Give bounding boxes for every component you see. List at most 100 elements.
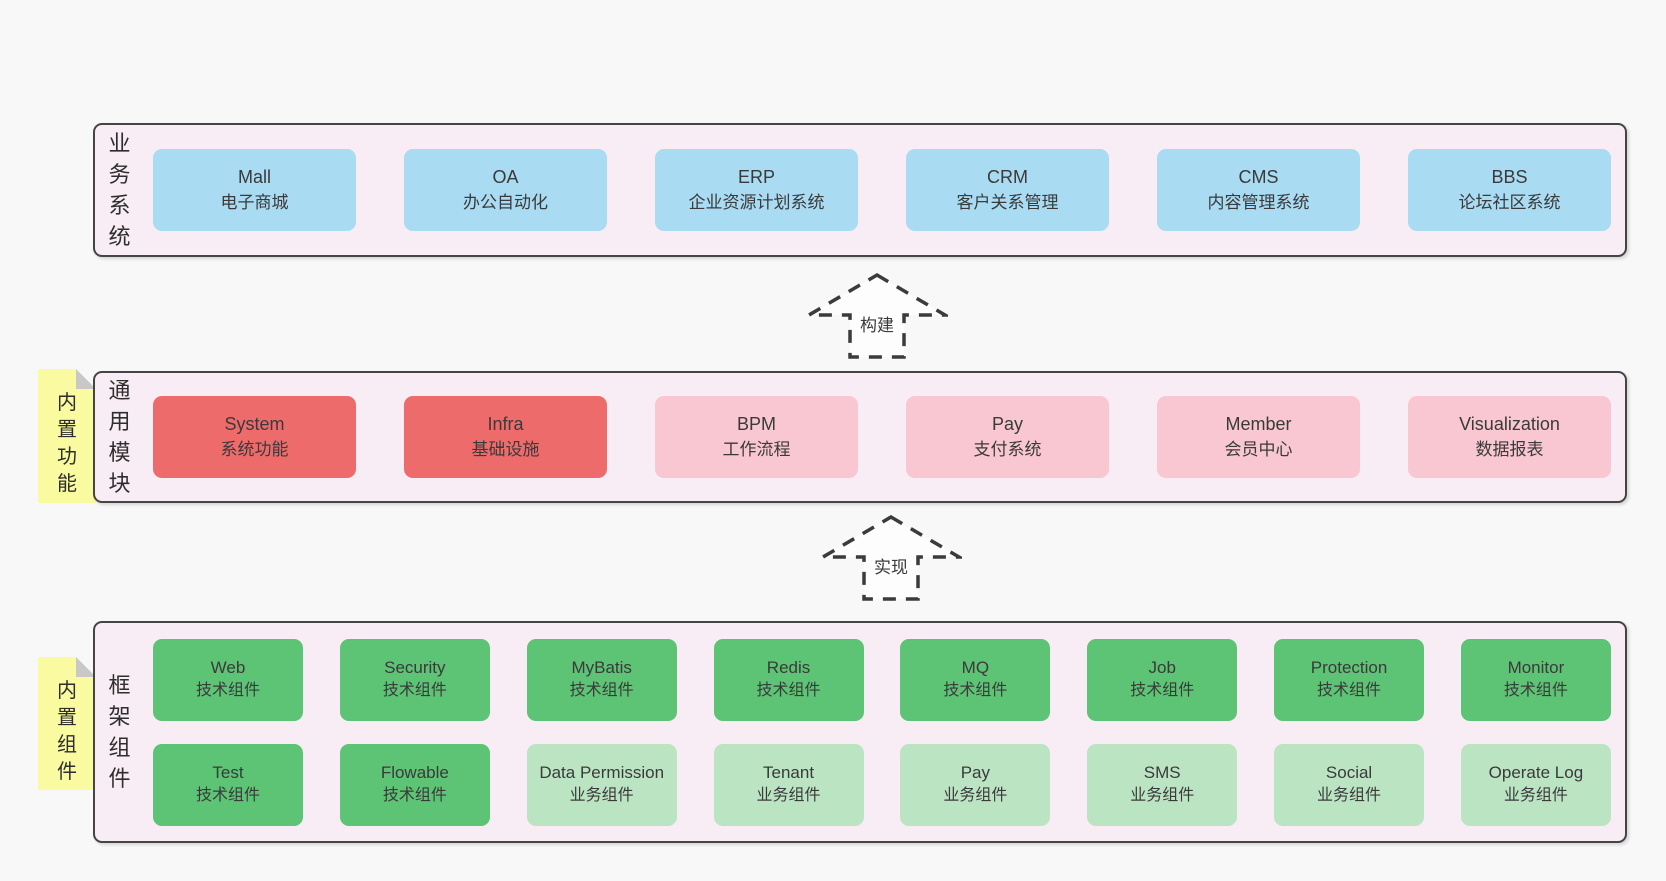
sticky-note-built-in-components: 内置组件 xyxy=(38,657,96,790)
module-name: CMS xyxy=(1238,167,1279,188)
component-desc: 技术组件 xyxy=(1130,682,1195,700)
module-desc: 支付系统 xyxy=(973,439,1042,459)
component-name: Web xyxy=(210,658,246,678)
framework-row-2: Test 技术组件 Flowable 技术组件 Data Permission … xyxy=(153,743,1611,826)
sticky-paper xyxy=(38,657,96,790)
module-desc: 电子商城 xyxy=(220,192,289,212)
component-desc: 技术组件 xyxy=(382,682,447,700)
module-desc: 数据报表 xyxy=(1475,439,1544,459)
sticky-note-text: 内置组件 xyxy=(57,680,77,783)
module-name: ERP xyxy=(737,167,775,188)
band-label-business-systems: 业务系统 xyxy=(108,131,131,249)
module-desc: 内容管理系统 xyxy=(1207,192,1310,212)
module-name: OA xyxy=(492,167,519,188)
build-arrow: 构建 xyxy=(806,272,948,360)
component-desc: 技术组件 xyxy=(382,787,447,805)
component-desc: 业务组件 xyxy=(569,787,634,805)
module-name: Infra xyxy=(487,414,524,435)
component-name: Test xyxy=(212,763,244,783)
component-box-sms: SMS 业务组件 xyxy=(1087,743,1238,826)
component-name: Social xyxy=(1325,763,1373,783)
band-common-modules: 通用模块 System 系统功能 Infra 基础设施 BPM 工作流程 Pay… xyxy=(93,371,1627,503)
component-desc: 技术组件 xyxy=(195,787,260,805)
module-name: System xyxy=(224,414,285,435)
module-name: CRM xyxy=(987,167,1028,188)
component-box-operate-log: Operate Log 业务组件 xyxy=(1460,743,1611,826)
module-desc: 系统功能 xyxy=(220,439,289,459)
module-box-crm: CRM 客户关系管理 xyxy=(906,149,1109,231)
module-box-erp: ERP 企业资源计划系统 xyxy=(655,149,858,231)
component-desc: 技术组件 xyxy=(569,682,634,700)
component-box-monitor: Monitor 技术组件 xyxy=(1460,638,1611,721)
module-box-infra: Infra 基础设施 xyxy=(404,396,607,478)
component-name: Flowable xyxy=(380,763,449,783)
module-box-mall: Mall 电子商城 xyxy=(153,149,356,231)
component-name: MyBatis xyxy=(571,658,632,678)
component-box-web: Web 技术组件 xyxy=(153,638,303,721)
component-name: Redis xyxy=(766,658,811,678)
module-desc: 会员中心 xyxy=(1224,439,1293,459)
framework-components-grid: Web 技术组件 Security 技术组件 MyBatis 技术组件 Redi… xyxy=(133,638,1625,826)
component-name: Protection xyxy=(1310,658,1388,678)
sticky-paper xyxy=(38,369,96,503)
component-box-redis: Redis 技术组件 xyxy=(713,638,864,721)
component-desc: 技术组件 xyxy=(195,682,260,700)
module-desc: 论坛社区系统 xyxy=(1458,192,1561,212)
component-desc: 业务组件 xyxy=(1503,787,1568,805)
component-name: Monitor xyxy=(1507,658,1565,678)
module-desc: 工作流程 xyxy=(722,439,791,459)
business-systems-row: Mall 电子商城 OA 办公自动化 ERP 企业资源计划系统 CRM 客户关系… xyxy=(133,149,1625,231)
band-business-systems: 业务系统 Mall 电子商城 OA 办公自动化 ERP 企业资源计划系统 CRM… xyxy=(93,123,1627,257)
band-framework-components: 框架组件 Web 技术组件 Security 技术组件 MyBatis 技术组件… xyxy=(93,621,1627,843)
sticky-note-built-in-features: 内置功能 xyxy=(38,369,96,503)
component-box-security: Security 技术组件 xyxy=(339,638,490,721)
component-box-job: Job 技术组件 xyxy=(1087,638,1238,721)
component-name: Data Permission xyxy=(539,763,665,783)
component-desc: 业务组件 xyxy=(1317,787,1382,805)
module-name: Pay xyxy=(991,414,1024,435)
module-name: Mall xyxy=(237,167,271,188)
implement-arrow-label: 实现 xyxy=(871,553,911,578)
module-name: Member xyxy=(1225,414,1292,435)
component-box-flowable: Flowable 技术组件 xyxy=(339,743,490,826)
module-box-oa: OA 办公自动化 xyxy=(404,149,607,231)
component-name: Security xyxy=(384,658,446,678)
module-box-bpm: BPM 工作流程 xyxy=(655,396,858,478)
module-name: BPM xyxy=(736,414,776,435)
component-desc: 业务组件 xyxy=(943,787,1008,805)
component-name: SMS xyxy=(1143,763,1181,783)
module-box-pay: Pay 支付系统 xyxy=(906,396,1109,478)
component-box-mybatis: MyBatis 技术组件 xyxy=(526,638,677,721)
component-desc: 技术组件 xyxy=(756,682,821,700)
module-desc: 办公自动化 xyxy=(463,192,548,212)
module-name: Visualization xyxy=(1459,414,1560,435)
component-name: MQ xyxy=(961,658,990,678)
component-box-pay: Pay 业务组件 xyxy=(900,743,1051,826)
component-name: Tenant xyxy=(763,763,815,783)
module-box-bbs: BBS 论坛社区系统 xyxy=(1408,149,1611,231)
module-desc: 企业资源计划系统 xyxy=(688,192,825,212)
component-box-mq: MQ 技术组件 xyxy=(900,638,1051,721)
component-name: Operate Log xyxy=(1488,763,1584,783)
component-desc: 业务组件 xyxy=(756,787,821,805)
component-box-test: Test 技术组件 xyxy=(153,743,303,826)
module-box-cms: CMS 内容管理系统 xyxy=(1157,149,1360,231)
component-box-social: Social 业务组件 xyxy=(1274,743,1425,826)
framework-row-1: Web 技术组件 Security 技术组件 MyBatis 技术组件 Redi… xyxy=(153,638,1611,721)
module-name: BBS xyxy=(1491,167,1528,188)
module-desc: 基础设施 xyxy=(471,439,540,459)
component-desc: 技术组件 xyxy=(943,682,1008,700)
module-box-system: System 系统功能 xyxy=(153,396,356,478)
band-label-framework-components: 框架组件 xyxy=(108,673,131,791)
component-box-data-permission: Data Permission 业务组件 xyxy=(526,743,677,826)
component-name: Job xyxy=(1148,658,1176,678)
component-name: Pay xyxy=(960,763,991,783)
sticky-note-text: 内置功能 xyxy=(57,392,77,495)
component-desc: 业务组件 xyxy=(1130,787,1195,805)
component-desc: 技术组件 xyxy=(1503,682,1568,700)
module-box-member: Member 会员中心 xyxy=(1157,396,1360,478)
module-desc: 客户关系管理 xyxy=(956,192,1059,212)
component-box-tenant: Tenant 业务组件 xyxy=(713,743,864,826)
component-box-protection: Protection 技术组件 xyxy=(1274,638,1425,721)
